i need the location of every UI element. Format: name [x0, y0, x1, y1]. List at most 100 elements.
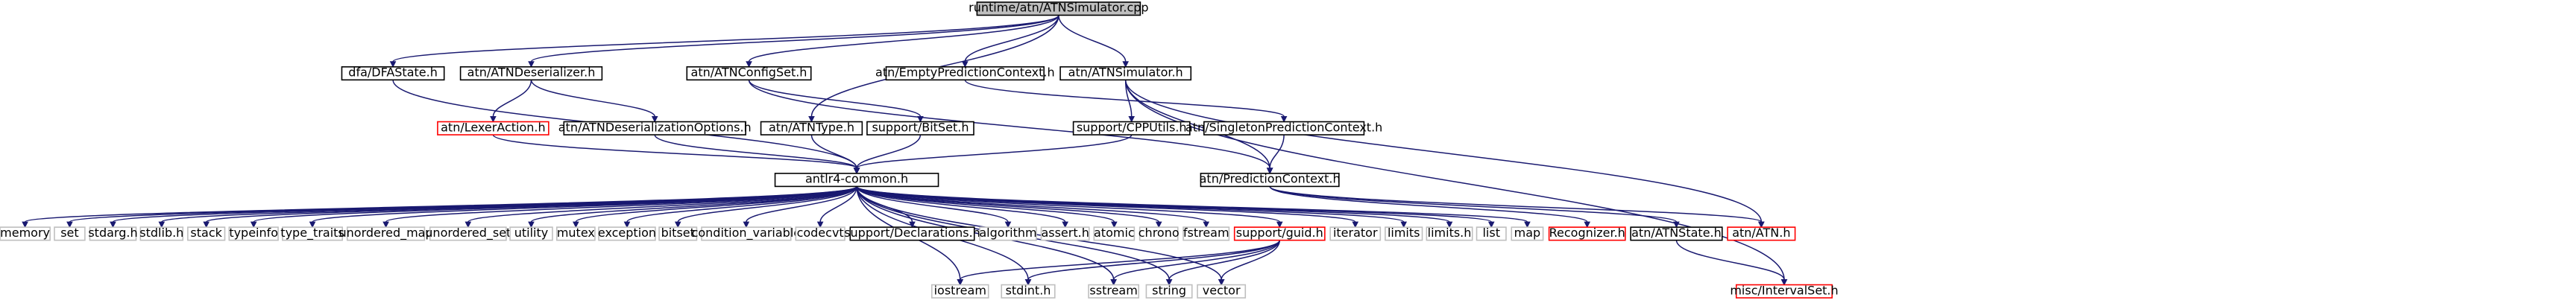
- node-label: exception: [598, 226, 656, 240]
- graph-node-atn-atndeserializer-h[interactable]: atn/ATNDeserializer.h: [459, 66, 603, 81]
- dependency-edge: [856, 186, 1068, 229]
- dependency-edge: [382, 185, 857, 229]
- dependency-edge: [465, 185, 857, 229]
- node-label: stdint.h: [1006, 283, 1051, 297]
- node-box: [1200, 173, 1340, 188]
- node-label: atn/ATNState.h: [1631, 226, 1722, 240]
- node-box: [563, 121, 746, 136]
- node-box: [1197, 284, 1247, 299]
- node-label: unordered_map: [339, 226, 433, 240]
- node-label: support/BitSet.h: [872, 120, 969, 134]
- node-label: atn/ATNConfigSet.h: [691, 66, 807, 80]
- graph-nodes: runtime/atn/ATNSimulator.cpp dfa/DFAState…: [0, 1, 1839, 299]
- node-box: [1145, 284, 1193, 299]
- graph-node-atn-atnconfigset-h[interactable]: atn/ATNConfigSet.h: [686, 66, 812, 81]
- graph-node-misc-intervalset-h[interactable]: misc/IntervalSet.h: [1730, 283, 1839, 299]
- graph-node-atn-emptypredictioncontext-h[interactable]: atn/EmptyPredictionContext.h: [875, 66, 1055, 81]
- graph-node-exception: exception: [598, 226, 656, 241]
- node-label: codecvt: [797, 226, 844, 240]
- dependency-edge: [1269, 185, 1765, 229]
- graph-node-unordered-map: unordered_map: [339, 226, 433, 241]
- graph-node-limits-h: limits.h: [1426, 226, 1473, 241]
- graph-node-stdarg-h: stdarg.h: [88, 226, 138, 241]
- node-label: stack: [190, 226, 222, 240]
- graph-node-antlr4-common-h[interactable]: antlr4-common.h: [774, 172, 939, 188]
- node-box: [1093, 226, 1136, 241]
- graph-node-atn-atntype-h[interactable]: atn/ATNType.h: [760, 120, 863, 136]
- graph-node-assert-h: assert.h: [1040, 226, 1090, 241]
- graph-node-atn-atnstate-h[interactable]: atn/ATNState.h: [1630, 226, 1723, 241]
- dependency-edge: [389, 14, 1059, 68]
- node-label: utility: [514, 226, 549, 240]
- node-box: [979, 226, 1037, 241]
- node-box: [341, 66, 445, 81]
- dependency-edge: [623, 186, 857, 229]
- node-label: vector: [1203, 283, 1241, 297]
- dependency-edge: [746, 15, 1059, 68]
- graph-node-support-cpputils-h[interactable]: support/CPPUtils.h: [1072, 120, 1191, 136]
- dependency-edge: [810, 134, 860, 174]
- dependency-edge: [1269, 185, 1680, 229]
- graph-node-runtime-atn-atnsimulator-cpp[interactable]: runtime/atn/ATNSimulator.cpp: [969, 1, 1149, 16]
- node-box: [795, 226, 845, 241]
- graph-node-support-declarations-h[interactable]: support/Declarations.h: [844, 226, 980, 241]
- graph-node-dfa-dfastate-h[interactable]: dfa/DFAState.h: [341, 66, 445, 81]
- graph-node-support-bitset-h[interactable]: support/BitSet.h: [866, 120, 974, 136]
- node-label: atn/LexerAction.h: [441, 120, 546, 134]
- graph-node-unordered-set: unordered_set: [425, 226, 511, 241]
- node-box: [228, 226, 279, 241]
- node-box: [556, 226, 596, 241]
- graph-node-atn-singletonpredictioncontext-h[interactable]: atn/SingletonPredictionContext.h: [1185, 120, 1382, 136]
- dependency-edge: [856, 186, 1162, 229]
- dependency-edge: [674, 186, 857, 229]
- dependency-edge: [856, 185, 1210, 229]
- graph-node-vector: vector: [1197, 283, 1247, 299]
- graph-node-list: list: [1476, 226, 1507, 241]
- dependency-edge: [964, 79, 1288, 123]
- node-label: antlr4-common.h: [805, 172, 908, 186]
- graph-node-set: set: [54, 226, 86, 241]
- node-label: stdarg.h: [88, 226, 137, 240]
- node-label: Recognizer.h: [1549, 226, 1625, 240]
- node-label: limits: [1388, 226, 1420, 240]
- node-box: [849, 226, 975, 241]
- node-box: [1088, 284, 1139, 299]
- graph-node-atn-atnsimulator-h[interactable]: atn/ATNSimulator.h: [1059, 66, 1192, 81]
- node-box: [885, 66, 1045, 81]
- node-label: atn/ATNSimulator.h: [1068, 66, 1183, 80]
- graph-node-atn-lexeraction-h[interactable]: atn/LexerAction.h: [437, 120, 549, 136]
- graph-node-fstream: fstream: [1182, 226, 1230, 241]
- node-box: [686, 66, 812, 81]
- graph-node-atn-atn-h[interactable]: atn/ATN.h: [1727, 226, 1796, 241]
- dependency-edge: [1058, 15, 1129, 68]
- node-label: support/CPPUtils.h: [1077, 120, 1187, 134]
- node-box: [89, 226, 137, 241]
- node-box: [701, 226, 792, 241]
- graph-node-iostream: iostream: [930, 283, 989, 299]
- dependency-edge: [853, 134, 922, 174]
- node-label: atn/SingletonPredictionContext.h: [1185, 120, 1382, 134]
- node-box: [1203, 121, 1365, 136]
- node-label: memory: [0, 226, 50, 240]
- node-box: [1476, 226, 1507, 241]
- graph-node-support-guid-h[interactable]: support/guid.h: [1233, 226, 1326, 241]
- dependency-edge: [856, 186, 1012, 229]
- dependency-edge: [528, 14, 1059, 68]
- node-box: [1511, 226, 1544, 241]
- graph-node-stdint-h: stdint.h: [1001, 283, 1056, 299]
- graph-node-sstream: sstream: [1088, 283, 1139, 299]
- node-label: assert.h: [1041, 226, 1089, 240]
- node-label: atn/ATNDeserializationOptions.h: [558, 120, 752, 134]
- graph-node-atn-atndeserializationoptions-h[interactable]: atn/ATNDeserializationOptions.h: [558, 120, 752, 136]
- node-label: fstream: [1183, 226, 1229, 240]
- node-label: stdlib.h: [139, 226, 183, 240]
- node-box: [187, 226, 226, 241]
- graph-node-atn-predictioncontext-h[interactable]: atn/PredictionContext.h: [1200, 172, 1341, 188]
- node-box: [1426, 226, 1473, 241]
- graph-node-recognizer-h[interactable]: Recognizer.h: [1548, 226, 1626, 241]
- node-box: [930, 284, 989, 299]
- node-label: algorithm: [979, 226, 1036, 240]
- graph-node-atomic: atomic: [1093, 226, 1136, 241]
- node-label: runtime/atn/ATNSimulator.cpp: [969, 1, 1148, 15]
